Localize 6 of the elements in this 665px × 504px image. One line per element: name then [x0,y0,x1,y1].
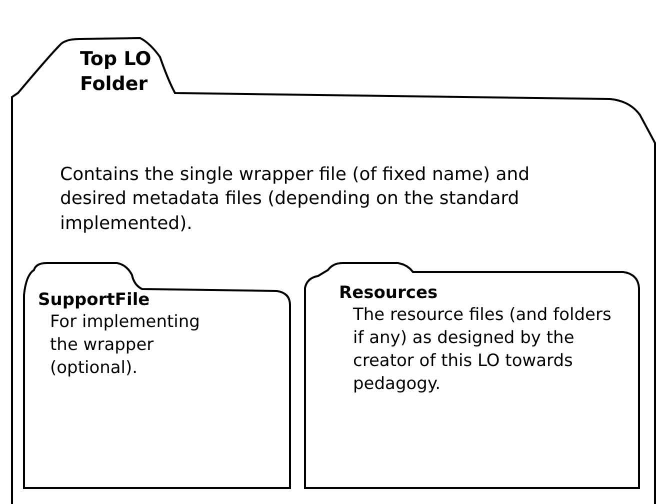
folder-description: For implementing the wrapper (optional). [50,311,200,380]
folder-title: Resources [339,282,439,304]
folder-title: SupportFile [38,289,151,312]
folder-description: The resource files (and folders if any) as designed by the creator of this LO towards pedagogy. [353,304,612,396]
folder-title: Top LO Folder [80,47,152,96]
folder-description: Contains the single wrapper file (of fixed name) and desired metadata files (depending on the standard implemented). [60,163,531,236]
